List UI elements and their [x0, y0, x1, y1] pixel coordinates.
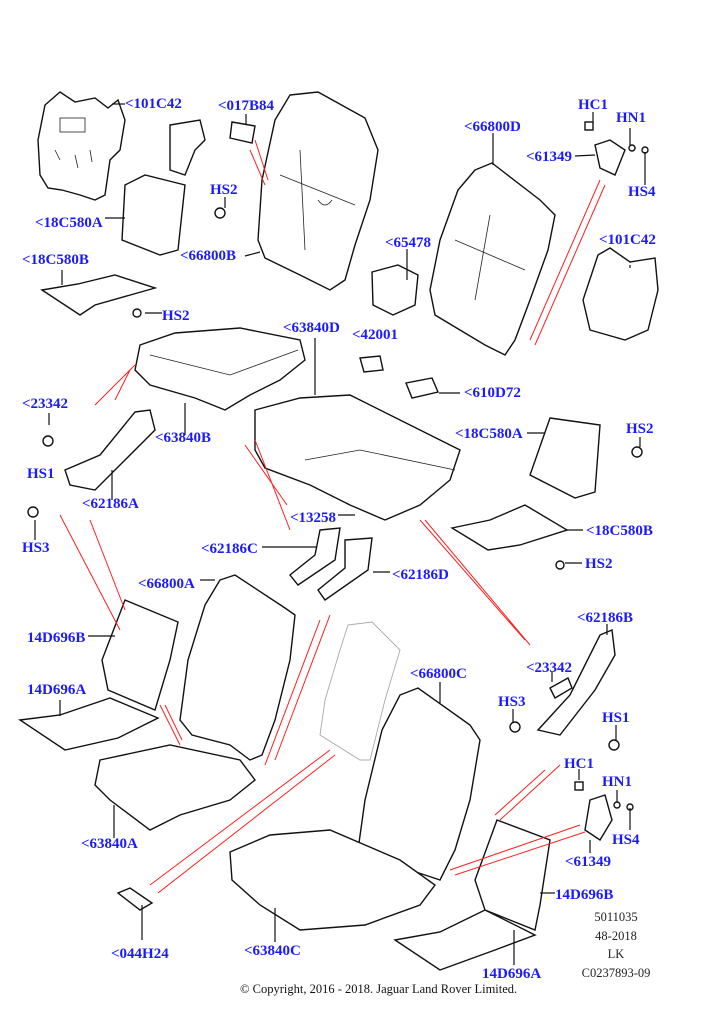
heater-pad-left: [121, 119, 206, 256]
part-044H24: [116, 887, 154, 911]
panel-14D696B-right: [474, 819, 551, 931]
bolt-HS2-lower-right: [555, 560, 565, 570]
part-017B84: [229, 121, 256, 144]
callout-13258[interactable]: <13258: [290, 510, 337, 526]
callout-18C580A-right[interactable]: <18C580A: [455, 426, 523, 442]
callout-14D696B-left[interactable]: 14D696B: [27, 630, 86, 646]
cushion-63840D: [254, 394, 461, 521]
belt-guide-61349-top: [594, 139, 626, 176]
callout-66800B[interactable]: <66800B: [180, 248, 237, 264]
callout-HC1-bottom[interactable]: HC1: [564, 756, 594, 772]
reference-date: 48-2018: [595, 929, 637, 943]
callout-044H24[interactable]: <044H24: [111, 946, 169, 962]
callout-14D696A-left[interactable]: 14D696A: [27, 682, 87, 698]
callout-101C42-left[interactable]: <101C42: [125, 96, 182, 112]
cushion-63840C: [229, 829, 436, 931]
callout-HS2-mid-left[interactable]: HS2: [162, 308, 190, 324]
trim-62186A: [64, 409, 156, 491]
callout-HS2-lower-right[interactable]: HS2: [585, 556, 613, 572]
cushion-63840B: [134, 327, 306, 411]
seatback-66800C: [357, 687, 481, 881]
belt-guide-61349-bottom: [584, 794, 613, 841]
panel-14D696A-right: [393, 909, 537, 971]
headrest-ghost: [319, 621, 401, 761]
seat-frame-left: [37, 91, 126, 201]
callout-610D72[interactable]: <610D72: [464, 385, 521, 401]
callout-66800A[interactable]: <66800A: [138, 576, 195, 592]
callout-62186D[interactable]: <62186D: [392, 567, 449, 583]
clip-HS3-right: [509, 721, 521, 733]
copyright-notice: © Copyright, 2016 - 2018. Jaguar Land Ro…: [240, 982, 518, 996]
armrest-65478: [371, 264, 419, 316]
callout-HN1-top[interactable]: HN1: [616, 110, 646, 126]
callout-14D696A-right[interactable]: 14D696A: [482, 966, 542, 982]
callout-HS4-bottom[interactable]: HS4: [612, 832, 640, 848]
callout-14D696B-right[interactable]: 14D696B: [555, 887, 614, 903]
callout-62186B[interactable]: <62186B: [577, 610, 634, 626]
seat-frame-right: [582, 247, 659, 341]
callout-23342-right[interactable]: <23342: [526, 660, 573, 676]
pad-18C580B-left: [40, 274, 158, 316]
seatback-66800D: [429, 162, 556, 356]
seatback-66800A: [179, 574, 296, 761]
part-42001: [359, 355, 384, 373]
callout-62186C[interactable]: <62186C: [201, 541, 258, 557]
callout-HS1-left[interactable]: HS1: [27, 466, 55, 482]
callout-HS4-top[interactable]: HS4: [628, 184, 656, 200]
trim-62186B: [536, 628, 616, 736]
clip-HS1-left: [42, 435, 54, 447]
callout-HS1-right[interactable]: HS1: [602, 710, 630, 726]
callout-63840B[interactable]: <63840B: [155, 430, 212, 446]
reference-code: LK: [607, 947, 625, 961]
callout-42001[interactable]: <42001: [352, 327, 399, 343]
callout-HC1-top[interactable]: HC1: [578, 97, 608, 113]
leader-lines: [34, 103, 646, 965]
callout-017B84[interactable]: <017B84: [218, 98, 275, 114]
nut-HN1-top: [628, 144, 636, 152]
bolt-HS2-top: [214, 207, 226, 219]
bolt-HS2-right: [631, 446, 643, 458]
callout-66800C[interactable]: <66800C: [410, 666, 467, 682]
callout-HS3-right[interactable]: HS3: [498, 694, 526, 710]
callout-101C42-right[interactable]: <101C42: [599, 232, 656, 248]
clip-HC1-bottom: [574, 781, 584, 791]
bolt-HS2: [132, 308, 142, 318]
reference-number: 5011035: [594, 910, 638, 924]
callout-61349-bottom[interactable]: <61349: [565, 854, 612, 870]
callout-63840D[interactable]: <63840D: [283, 320, 340, 336]
callout-18C580B-right[interactable]: <18C580B: [586, 523, 653, 539]
callout-HN1-bottom[interactable]: HN1: [602, 774, 632, 790]
part-23342-right: [549, 677, 573, 699]
callout-63840C[interactable]: <63840C: [244, 943, 301, 959]
callout-HS2-right[interactable]: HS2: [626, 421, 654, 437]
panel-14D696A-left: [18, 697, 160, 751]
nut-HN1-bottom: [613, 801, 621, 809]
trim-62186D: [317, 537, 373, 601]
callout-63840A[interactable]: <63840A: [81, 836, 138, 852]
callout-65478[interactable]: <65478: [385, 235, 432, 251]
callout-18C580B-left[interactable]: <18C580B: [22, 252, 89, 268]
clip-HC1-top: [584, 121, 594, 131]
part-610D72: [405, 377, 439, 399]
callout-HS2-top-left[interactable]: HS2: [210, 182, 238, 198]
trim-62186C: [289, 527, 341, 586]
callout-66800D[interactable]: <66800D: [464, 119, 521, 135]
callout-61349-top[interactable]: <61349: [526, 149, 573, 165]
reference-illustration-id: C0237893-09: [581, 966, 651, 980]
callout-18C580A-left[interactable]: <18C580A: [35, 215, 103, 231]
callout-23342-left[interactable]: <23342: [22, 396, 69, 412]
red-guide-lines: [59, 139, 606, 894]
callout-62186A[interactable]: <62186A: [82, 496, 139, 512]
cushion-63840A: [94, 744, 256, 831]
clip-HS3-left: [27, 506, 39, 518]
pad-18C580B-right: [450, 504, 569, 551]
clip-HS1-right: [608, 739, 620, 751]
heater-pad-right: [529, 417, 601, 499]
panel-14D696B-left: [101, 599, 179, 711]
callout-HS3-left[interactable]: HS3: [22, 540, 50, 556]
seatback-66800B: [257, 91, 379, 291]
